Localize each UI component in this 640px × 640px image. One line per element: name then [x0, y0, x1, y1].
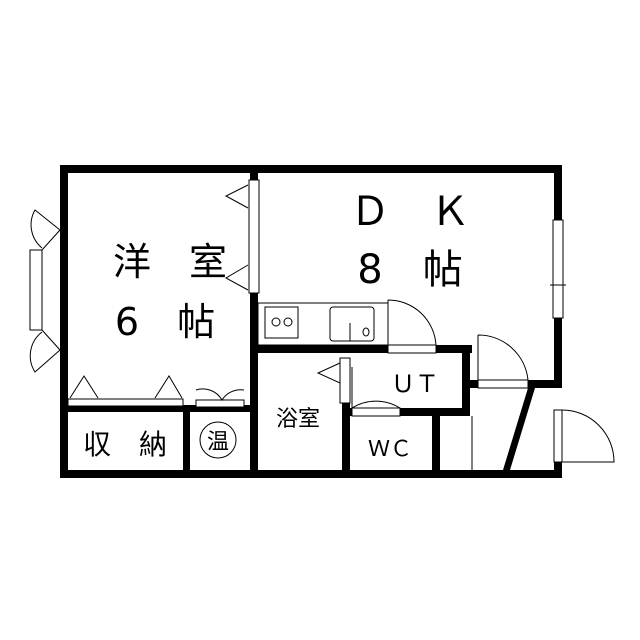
- left-window: [29, 209, 61, 373]
- western-room-label: 洋 室: [113, 240, 227, 284]
- dk-label: Ｄ Ｋ: [350, 189, 470, 235]
- storage-doors[interactable]: [67, 375, 245, 408]
- bath-door: [339, 357, 351, 404]
- walls: [60, 165, 562, 478]
- sliding-door[interactable]: [224, 179, 260, 294]
- western-room-size: 6 帖: [115, 300, 215, 344]
- dk-size: 8 帖: [357, 247, 462, 293]
- bathroom-label: 浴室: [276, 407, 320, 432]
- hall-door: [477, 334, 529, 381]
- toilet-label: ＷＣ: [368, 437, 412, 462]
- storage-label: 収 納: [83, 428, 167, 461]
- kitchen-counter: [257, 302, 389, 346]
- entrance-door: [561, 409, 615, 463]
- stove-icon: [264, 306, 299, 339]
- water-heater-label: 温: [207, 430, 229, 455]
- water-heater-circle: [199, 421, 237, 459]
- ut-door: [387, 299, 437, 346]
- swing-doors[interactable]: [316, 299, 615, 463]
- utility-label: ＵＴ: [391, 370, 439, 398]
- dk-window: [550, 219, 566, 319]
